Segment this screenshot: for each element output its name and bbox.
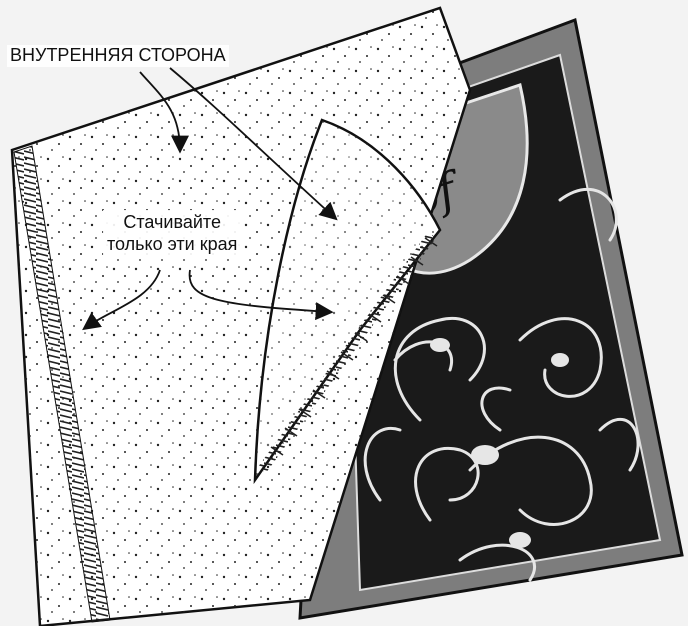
stitch-edges-label: Стачивайте только эти края: [103, 210, 241, 257]
stitch-label-line2: только эти края: [107, 234, 237, 256]
stitch-label-line1: Стачивайте: [107, 212, 237, 234]
inner-side-label: ВНУТРЕННЯЯ СТОРОНА: [7, 45, 229, 67]
